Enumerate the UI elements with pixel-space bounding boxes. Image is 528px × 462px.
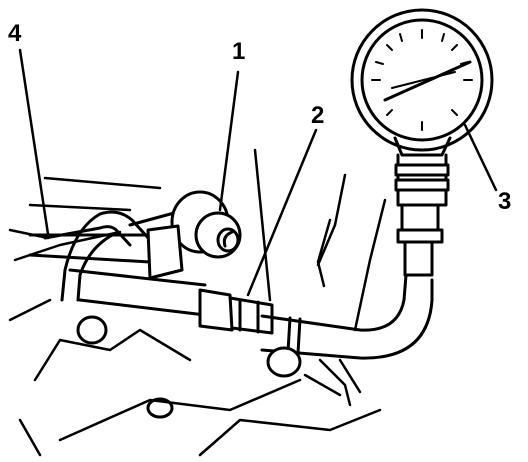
callout-2: 2: [311, 102, 325, 129]
fuel-line: [43, 210, 152, 302]
leader-line-3: [463, 123, 498, 192]
pressure-regulator: [146, 190, 242, 280]
engine-background: [8, 148, 387, 457]
pressure-gauge: [350, 8, 494, 277]
leader-line-1: [218, 70, 240, 212]
callout-1: 1: [232, 38, 246, 65]
leader-line-2: [246, 128, 318, 297]
callout-3: 3: [498, 188, 512, 215]
callout-4: 4: [8, 20, 22, 47]
gauge-hose: [76, 273, 434, 419]
leader-lines: [18, 48, 498, 297]
schrader-valve: [198, 288, 274, 335]
leader-line-4: [18, 48, 50, 236]
